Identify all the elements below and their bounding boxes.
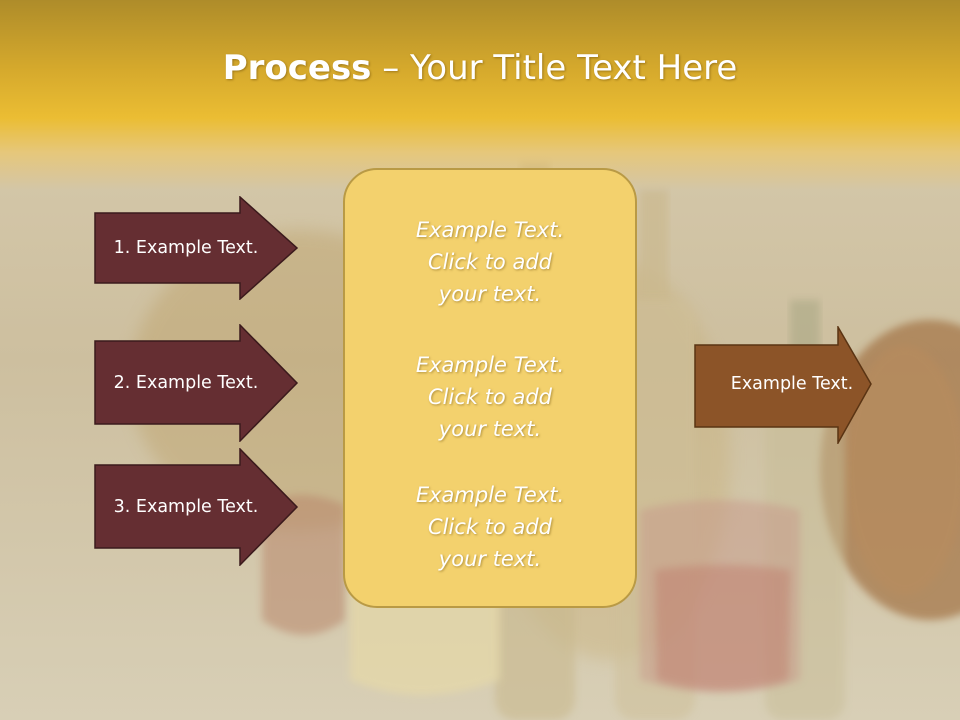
left-arrow-2[interactable] <box>94 324 300 442</box>
panel-block-2[interactable]: Example Text. Click to add your text. <box>345 349 635 445</box>
left-arrow-1[interactable] <box>94 196 300 300</box>
right-arrow[interactable] <box>694 326 874 444</box>
left-arrow-2-label: 2. Example Text. <box>113 373 259 393</box>
panel-block-1-line-3: your text. <box>438 282 542 306</box>
panel-block-1-line-2: Click to add <box>427 250 552 274</box>
right-arrow-label: Example Text. <box>730 374 854 394</box>
panel-block-1[interactable]: Example Text. Click to add your text. <box>345 214 635 310</box>
panel-block-3[interactable]: Example Text. Click to add your text. <box>345 479 635 575</box>
slide-title[interactable]: Process – Your Title Text Here <box>0 48 960 88</box>
title-rest: – Your Title Text Here <box>371 48 738 88</box>
left-arrow-3-label: 3. Example Text. <box>113 497 259 517</box>
panel-block-2-line-2: Click to add <box>427 385 552 409</box>
left-arrow-3[interactable] <box>94 448 300 566</box>
panel-block-3-line-3: your text. <box>438 547 542 571</box>
title-bar-background <box>0 0 960 190</box>
left-arrow-1-label: 1. Example Text. <box>113 238 259 258</box>
center-text-panel[interactable]: Example Text. Click to add your text. Ex… <box>343 168 637 608</box>
panel-block-2-line-1: Example Text. <box>415 353 565 377</box>
title-bold: Process <box>222 48 372 88</box>
panel-block-3-line-1: Example Text. <box>415 483 565 507</box>
panel-block-2-line-3: your text. <box>438 417 542 441</box>
panel-block-1-line-1: Example Text. <box>415 218 565 242</box>
panel-block-3-line-2: Click to add <box>427 515 552 539</box>
